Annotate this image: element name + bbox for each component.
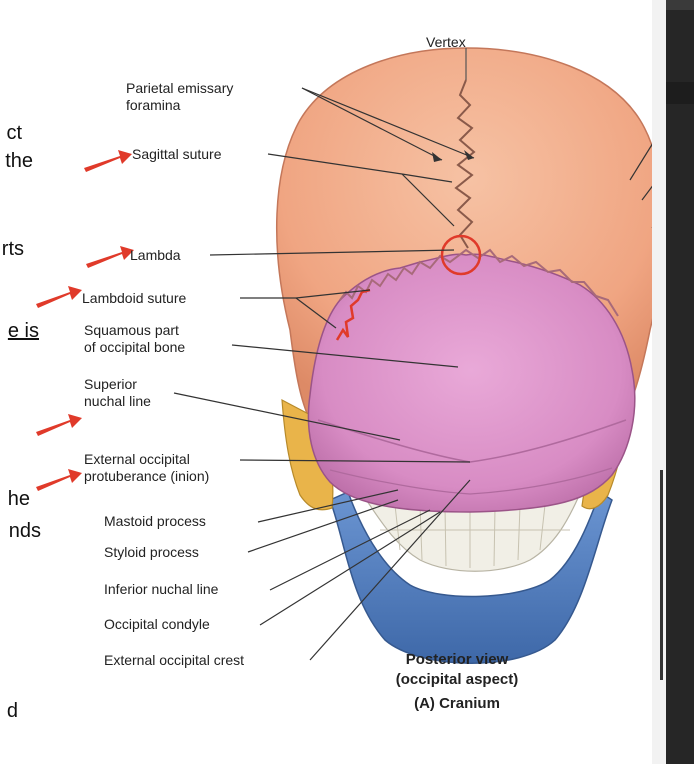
cut-text-fragment: e is [7, 320, 39, 342]
cut-text-fragment: d [6, 700, 18, 722]
label-ext-occ-protuberance-2: protuberance (inion) [84, 468, 210, 484]
label-parietal-emissary-2: foramina [126, 97, 181, 113]
label-styloid-process: Styloid process [104, 544, 199, 560]
label-lambda: Lambda [130, 247, 181, 263]
sagittal-suture-line [454, 79, 476, 249]
caption-line-2: (occipital aspect) [395, 671, 519, 688]
caption-line-3: (A) Cranium [414, 695, 500, 712]
scrollbar-thumb[interactable] [660, 470, 663, 680]
caption-line-1: Posterior view [405, 651, 509, 668]
label-lambdoid-suture: Lambdoid suture [82, 290, 187, 306]
dark-side-panel [666, 0, 694, 764]
label-superior-nuchal: Superior [84, 376, 137, 392]
lambdoid-red-trace [335, 288, 371, 341]
side-panel-border [652, 0, 666, 764]
label-ext-occ-crest: External occipital crest [104, 652, 245, 668]
mandible-shape [329, 490, 613, 664]
label-mastoid-process: Mastoid process [104, 513, 206, 529]
cut-text-fragment: rts [1, 238, 24, 260]
label-parietal-emissary: Parietal emissary [126, 80, 234, 96]
label-ext-occ-protuberance: External occipital [84, 451, 190, 467]
red-arrow-icon [36, 469, 82, 491]
label-occipital-condyle: Occipital condyle [104, 616, 210, 632]
red-arrow-icon [86, 246, 134, 268]
label-sagittal-suture: Sagittal suture [132, 146, 222, 162]
label-squamous-part: Squamous part [84, 322, 179, 338]
label-superior-nuchal-2: nuchal line [84, 393, 151, 409]
cut-text-fragment: nds [8, 520, 41, 542]
panel-top-strip [666, 0, 694, 10]
cut-text-fragment: the [5, 150, 33, 172]
cut-text-fragment: ct [6, 122, 22, 144]
lambda-red-circle [440, 234, 482, 276]
red-arrow-icon [36, 414, 82, 436]
red-arrow-icon [84, 150, 132, 172]
red-arrow-icon [36, 286, 82, 308]
label-vertex: Vertex [426, 34, 466, 50]
red-arrows [36, 150, 134, 491]
label-squamous-part-2: of occipital bone [84, 339, 186, 355]
panel-divider [666, 82, 694, 104]
cut-text-fragment: he [7, 488, 30, 510]
caption: Posterior view (occipital aspect) (A) Cr… [372, 650, 542, 714]
occipital-bone-shape [307, 253, 636, 513]
label-inferior-nuchal-line: Inferior nuchal line [104, 581, 219, 597]
